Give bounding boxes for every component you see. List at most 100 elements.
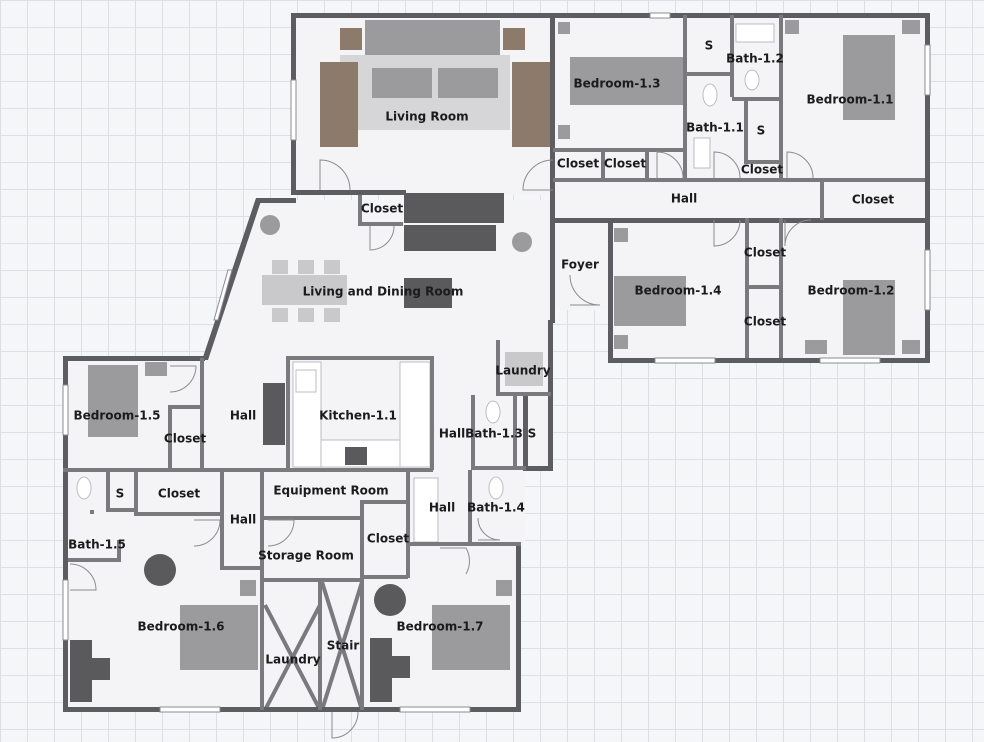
label-bedroom-1-4: Bedroom-1.4 xyxy=(634,284,721,298)
coffee-table-icon xyxy=(438,68,498,98)
door-icon xyxy=(569,274,601,306)
label-closet-hall: Closet xyxy=(852,193,894,207)
furniture xyxy=(70,20,920,702)
label-laundry-bottom: Laundry xyxy=(265,653,320,667)
side-table-icon xyxy=(503,28,525,50)
room-labels: Living Room Bedroom-1.3 Bedroom-1.1 Bath… xyxy=(68,39,894,667)
sink-icon xyxy=(295,369,317,393)
chair-icon xyxy=(324,260,340,274)
bench-icon xyxy=(404,278,452,308)
nightstand-icon xyxy=(240,580,256,596)
door-icon xyxy=(656,151,684,179)
nightstand-icon xyxy=(496,580,512,596)
bed-icon xyxy=(570,57,685,105)
nightstand-icon xyxy=(558,125,570,139)
desk-icon xyxy=(370,638,392,702)
windows xyxy=(62,12,931,713)
coffee-table-icon xyxy=(372,68,432,98)
door-icon xyxy=(319,159,351,191)
label-bedroom-1-1: Bedroom-1.1 xyxy=(806,93,893,107)
door-icon xyxy=(169,365,197,393)
label-closet-b: Closet xyxy=(604,157,646,171)
toilet-icon xyxy=(702,83,718,107)
door-icon xyxy=(713,151,741,179)
label-bedroom-1-7: Bedroom-1.7 xyxy=(396,620,483,634)
bed-icon xyxy=(843,35,895,120)
nightstand-icon xyxy=(902,20,920,34)
toilet-icon xyxy=(488,476,504,500)
door-icon xyxy=(193,519,221,547)
door-icon xyxy=(477,517,501,541)
sofa-icon xyxy=(512,62,550,147)
label-s-bath-1-5: S xyxy=(116,487,125,501)
nightstand-icon xyxy=(614,335,628,349)
label-closet-d: Closet xyxy=(744,246,786,260)
door-icon xyxy=(713,219,741,247)
label-closet-f: Closet xyxy=(158,487,200,501)
label-hall-d: Hall xyxy=(429,501,455,515)
label-hall-c: Hall xyxy=(230,513,256,527)
toilet-icon xyxy=(76,476,92,500)
armchair-icon xyxy=(144,554,176,586)
door-icon xyxy=(786,151,814,179)
counter-icon xyxy=(399,361,431,468)
label-bath-1-1: Bath-1.1 xyxy=(686,121,744,135)
door-icon xyxy=(369,225,395,251)
label-kitchen: Kitchen-1.1 xyxy=(319,409,397,423)
stair-symbol xyxy=(263,581,364,711)
side-table-icon xyxy=(340,28,362,50)
chair-icon xyxy=(298,260,314,274)
nightstand-icon xyxy=(558,22,570,34)
armchair-icon xyxy=(374,584,406,616)
label-hall-main: Hall xyxy=(671,192,697,206)
label-storage-room: Storage Room xyxy=(258,549,354,563)
nightstand-icon xyxy=(805,340,827,354)
nightstand-icon xyxy=(785,20,799,34)
chair-icon xyxy=(298,308,314,322)
fireplace-icon xyxy=(404,193,504,223)
door-icon xyxy=(331,711,359,739)
chair-icon xyxy=(324,308,340,322)
label-closet-living: Closet xyxy=(361,202,403,216)
door-icon xyxy=(522,159,554,191)
label-s-bath-1-1: S xyxy=(705,39,714,53)
label-bedroom-1-3: Bedroom-1.3 xyxy=(573,77,660,91)
door-icon xyxy=(440,547,470,575)
label-foyer: Foyer xyxy=(561,258,599,272)
bed-icon xyxy=(180,605,258,670)
label-closet-c: Closet xyxy=(741,163,783,177)
bed-icon xyxy=(88,365,138,437)
label-bedroom-1-5: Bedroom-1.5 xyxy=(73,409,160,423)
door-icon xyxy=(784,219,812,247)
nightstand-icon xyxy=(145,362,167,376)
nightstand-icon xyxy=(902,340,920,354)
sofa-icon xyxy=(320,62,358,147)
stove-icon xyxy=(345,447,367,465)
plant-icon xyxy=(512,232,532,252)
label-bath-1-5: Bath-1.5 xyxy=(68,538,126,552)
dining-table-icon xyxy=(262,275,347,305)
sink-icon xyxy=(693,137,711,169)
bed-icon xyxy=(432,605,510,670)
chair-icon xyxy=(272,308,288,322)
sink-icon xyxy=(735,23,775,43)
chair-icon xyxy=(392,656,410,678)
chair-icon xyxy=(92,658,110,680)
label-bedroom-1-6: Bedroom-1.6 xyxy=(137,620,224,634)
kitchen-island-icon xyxy=(263,383,285,445)
label-bedroom-1-2: Bedroom-1.2 xyxy=(807,284,894,298)
toilet-icon xyxy=(744,69,760,91)
bed-icon xyxy=(843,280,895,355)
sofa-icon xyxy=(365,20,500,55)
plant-icon xyxy=(260,215,280,235)
label-s-bath-1-2: S xyxy=(757,124,766,138)
tv-console-icon xyxy=(404,225,496,251)
label-closet-e: Closet xyxy=(744,315,786,329)
label-closet-g: Closet xyxy=(367,532,409,546)
label-hall-b15: Hall xyxy=(230,409,256,423)
label-laundry-top: Laundry xyxy=(495,364,550,378)
label-equipment-room: Equipment Room xyxy=(273,484,388,498)
label-hall-kitchen: Hall xyxy=(439,427,465,441)
label-s-bath-1-3: S xyxy=(528,427,537,441)
